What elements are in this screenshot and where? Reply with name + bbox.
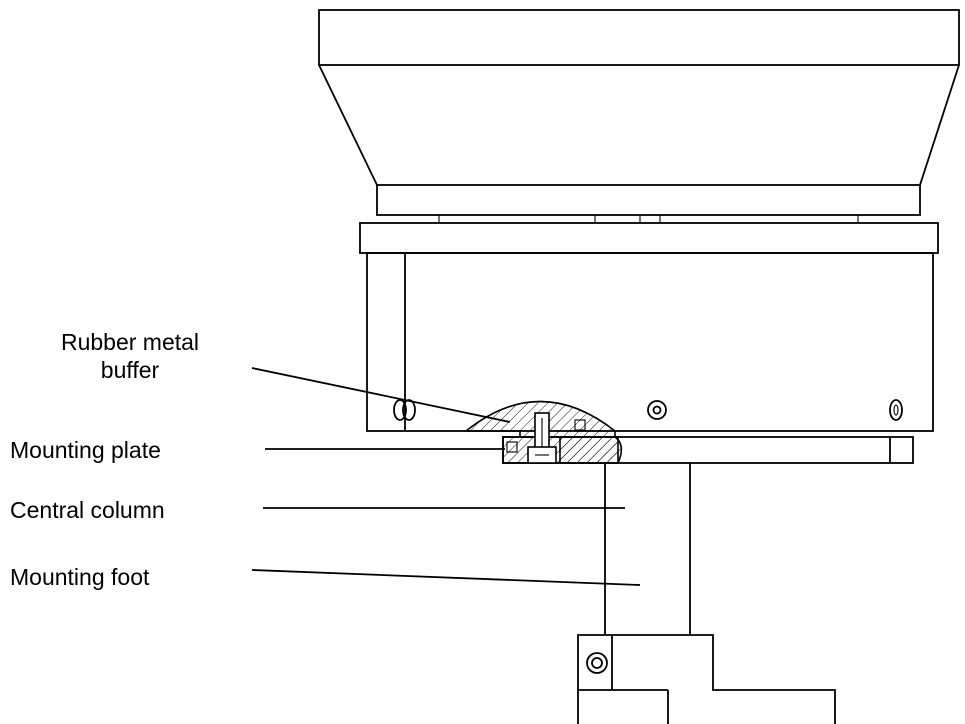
rubber-metal-buffer-part	[463, 400, 623, 464]
hopper	[318, 9, 960, 223]
screw-center-icon	[647, 400, 667, 420]
top-ring	[359, 222, 939, 254]
label-rubber-metal-buffer-line2: buffer	[100, 357, 160, 383]
central-column-part	[604, 463, 691, 635]
screw-right-icon	[889, 399, 903, 421]
leader-rubber-buffer	[251, 367, 511, 423]
label-rubber-metal-buffer: Rubber metal buffer	[30, 328, 230, 384]
label-rubber-metal-buffer-line1: Rubber metal	[60, 329, 200, 355]
foot-screw-icon	[586, 652, 608, 674]
label-central-column: Central column	[10, 497, 165, 523]
label-mounting-foot: Mounting foot	[10, 564, 150, 590]
mounting-foot-part	[577, 634, 836, 724]
leader-mounting-foot	[251, 569, 641, 586]
label-mounting-plate: Mounting plate	[10, 437, 161, 463]
